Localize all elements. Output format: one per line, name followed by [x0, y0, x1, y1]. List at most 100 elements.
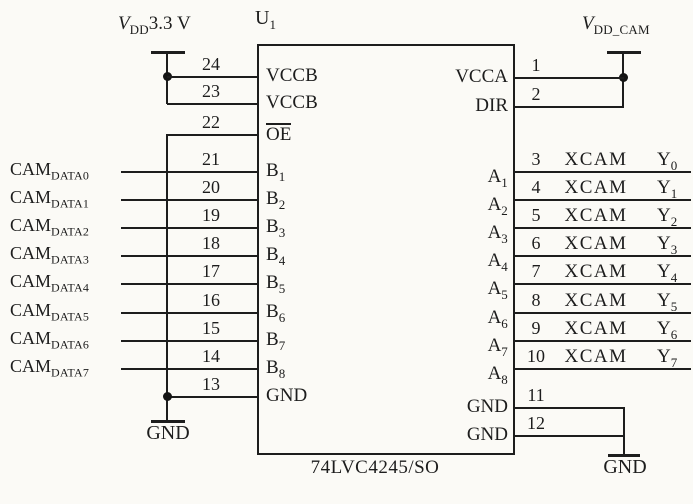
net-label-cam-data2: CAMDATA2 [10, 215, 90, 239]
pin-number-9: 9 [531, 318, 541, 338]
wire-pin-7-a5 [515, 283, 691, 285]
net-label-xcam-4: XCAM [564, 261, 628, 282]
pin-number-16: 16 [202, 290, 220, 310]
pin-number-14: 14 [202, 346, 220, 366]
wire-pin-15-b7 [121, 340, 257, 342]
wire-pin-14-b8 [121, 368, 257, 370]
pin-number-12: 12 [527, 413, 545, 433]
net-label-cam-data1: CAMDATA1 [10, 187, 90, 211]
vdd-cam-label: VDD_CAM [582, 13, 650, 37]
pin-number-13: 13 [202, 374, 220, 394]
pin-name-b7: B7 [266, 329, 286, 353]
pin-number-20: 20 [202, 177, 220, 197]
power-bar-3v3 [151, 51, 185, 54]
wire-pin-6-a4 [515, 255, 691, 257]
net-label-y7: Y7 [657, 346, 678, 370]
wire-pin-13-gnd [167, 396, 257, 398]
net-label-xcam-2: XCAM [564, 205, 628, 226]
pin-name-a2: A2 [487, 194, 508, 218]
net-label-xcam-7: XCAM [564, 346, 628, 367]
gnd-label-left: GND [146, 422, 190, 444]
pin-name-b4: B4 [266, 244, 286, 268]
wire-pin-19-b3 [121, 227, 257, 229]
wire-pin-20-b2 [121, 199, 257, 201]
wire-pin-4-a2 [515, 199, 691, 201]
pin-number-2: 2 [531, 84, 541, 104]
pin-name-gnd-12: GND [466, 424, 508, 445]
net-label-cam-data5: CAMDATA5 [10, 300, 90, 324]
pin-number-10: 10 [527, 346, 545, 366]
pin-name-a1: A1 [487, 166, 508, 190]
wire-pin-10-a8 [515, 368, 691, 370]
pin-name-a6: A6 [487, 307, 508, 331]
gnd-label-right: GND [603, 456, 647, 478]
pin-number-24: 24 [202, 54, 220, 74]
pin-number-7: 7 [531, 261, 541, 281]
pin-name-vccb-1: VCCB [266, 65, 318, 86]
gnd-bar-right [608, 454, 640, 457]
pin-number-1: 1 [531, 55, 541, 75]
pin-number-5: 5 [531, 205, 541, 225]
pin-name-oe: OE [266, 123, 292, 145]
pin-name-a4: A4 [487, 250, 508, 274]
wire-pin-21-b1 [121, 171, 257, 173]
gnd-bar-left [151, 420, 185, 423]
net-label-y4: Y4 [657, 261, 678, 285]
wire-gnd-right-vertical [623, 407, 625, 455]
wire-pin-24 [167, 76, 257, 78]
pin-name-a5: A5 [487, 278, 508, 302]
pin-number-11: 11 [527, 385, 545, 405]
wire-pin-22-oe [167, 134, 257, 136]
ic-refdes: U1 [255, 7, 277, 32]
pin-name-gnd-13: GND [266, 385, 308, 406]
wire-pin-3-a1 [515, 171, 691, 173]
net-label-cam-data3: CAMDATA3 [10, 243, 90, 267]
net-label-y5: Y5 [657, 290, 678, 314]
net-label-xcam-3: XCAM [564, 233, 628, 254]
pin-name-a7: A7 [487, 335, 508, 359]
wire-pin-18-b4 [121, 255, 257, 257]
net-label-cam-data6: CAMDATA6 [10, 328, 90, 352]
net-label-y2: Y2 [657, 205, 678, 229]
pin-number-3: 3 [531, 149, 541, 169]
net-label-xcam-5: XCAM [564, 290, 628, 311]
pin-number-17: 17 [202, 261, 220, 281]
pin-number-15: 15 [202, 318, 220, 338]
pin-number-4: 4 [531, 177, 541, 197]
net-label-cam-data7: CAMDATA7 [10, 356, 90, 380]
pin-name-b3: B3 [266, 216, 286, 240]
net-label-cam-data0: CAMDATA0 [10, 159, 90, 183]
wire-pin-2-dir [515, 106, 624, 108]
wire-pin-12-gnd [515, 435, 625, 437]
net-label-xcam-6: XCAM [564, 318, 628, 339]
wire-pin-17-b5 [121, 283, 257, 285]
wire-oe-to-gnd-vertical [166, 134, 168, 422]
pin-number-6: 6 [531, 233, 541, 253]
pin-number-19: 19 [202, 205, 220, 225]
net-label-xcam-0: XCAM [564, 149, 628, 170]
pin-name-a3: A3 [487, 222, 508, 246]
pin-name-b5: B5 [266, 272, 286, 296]
pin-name-b2: B2 [266, 188, 286, 212]
net-label-cam-data4: CAMDATA4 [10, 271, 90, 295]
pin-number-22: 22 [202, 112, 220, 132]
wire-pin-5-a3 [515, 227, 691, 229]
wire-pin-9-a7 [515, 340, 691, 342]
pin-name-gnd-11: GND [466, 396, 508, 417]
pin-number-21: 21 [202, 149, 220, 169]
pin-name-b8: B8 [266, 357, 286, 381]
pin-number-18: 18 [202, 233, 220, 253]
net-label-y0: Y0 [657, 149, 678, 173]
vdd-3v3-label: VDD3.3 V [118, 13, 191, 37]
net-label-y6: Y6 [657, 318, 678, 342]
pin-number-8: 8 [531, 290, 541, 310]
wire-pin-11-gnd [515, 407, 625, 409]
pin-name-vccb-2: VCCB [266, 92, 318, 113]
pin-name-b6: B6 [266, 301, 286, 325]
pin-name-dir: DIR [475, 95, 508, 116]
net-label-y3: Y3 [657, 233, 678, 257]
power-bar-vdd-cam [607, 51, 641, 54]
ic-body-74lvc4245 [257, 44, 515, 455]
pin-name-b1: B1 [266, 160, 286, 184]
